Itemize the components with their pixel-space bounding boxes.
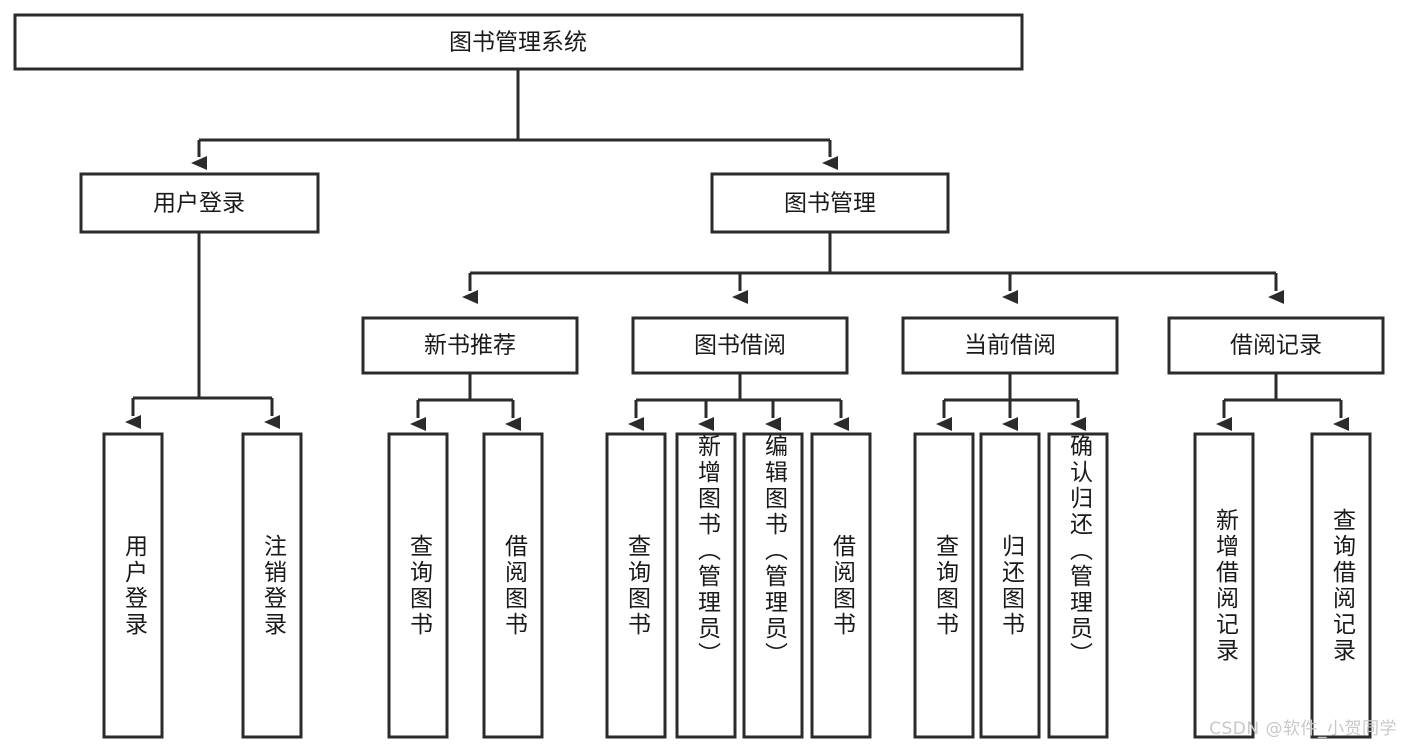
- leaf-box-query-book-1[interactable]: [387, 432, 449, 739]
- node-borrow-record[interactable]: [1167, 316, 1385, 375]
- connector-group-user-login: [125, 232, 280, 429]
- watermark-text: CSDN @软件_小贺同学: [1209, 719, 1397, 739]
- node-book-borrow-label: 图书借阅: [694, 333, 786, 359]
- node-book-borrow[interactable]: [631, 316, 849, 375]
- node-borrow-record-label: 借阅记录: [1230, 333, 1322, 359]
- node-user-login[interactable]: [79, 172, 320, 234]
- leaf-box-user-login[interactable]: [102, 432, 164, 739]
- connector-group-root: [191, 69, 838, 170]
- node-current-borrow[interactable]: [901, 316, 1119, 375]
- leaf-box-query-book-3[interactable]: [913, 432, 975, 739]
- connector-group-book-manage: [462, 232, 1284, 304]
- node-root-label: 图书管理系统: [449, 30, 587, 56]
- node-user-login-label: 用户登录: [153, 191, 245, 217]
- leaf-box-borrow-book-1[interactable]: [482, 432, 544, 739]
- leaf-box-add-book[interactable]: [675, 432, 737, 739]
- node-new-book-rec[interactable]: [361, 316, 579, 375]
- leaf-box-add-record[interactable]: [1193, 432, 1255, 739]
- node-book-manage[interactable]: [710, 172, 950, 234]
- node-root[interactable]: [13, 13, 1024, 71]
- leaf-box-query-book-2[interactable]: [605, 432, 667, 739]
- connector-group-borrow-record: [1216, 374, 1349, 431]
- connector-group-new-book-rec: [410, 374, 521, 431]
- node-new-book-rec-label: 新书推荐: [424, 333, 516, 359]
- leaf-box-confirm-return[interactable]: [1047, 432, 1109, 739]
- leaf-box-borrow-book-2[interactable]: [810, 432, 872, 739]
- leaf-box-return-book[interactable]: [979, 432, 1041, 739]
- connector-group-current-borrow: [936, 374, 1086, 431]
- leaf-box-query-record[interactable]: [1310, 432, 1372, 739]
- connector-group-book-borrow: [628, 374, 849, 431]
- node-book-manage-label: 图书管理: [784, 191, 876, 217]
- node-current-borrow-label: 当前借阅: [964, 333, 1056, 359]
- leaf-box-edit-book[interactable]: [742, 432, 804, 739]
- leaf-box-user-logout[interactable]: [241, 432, 303, 739]
